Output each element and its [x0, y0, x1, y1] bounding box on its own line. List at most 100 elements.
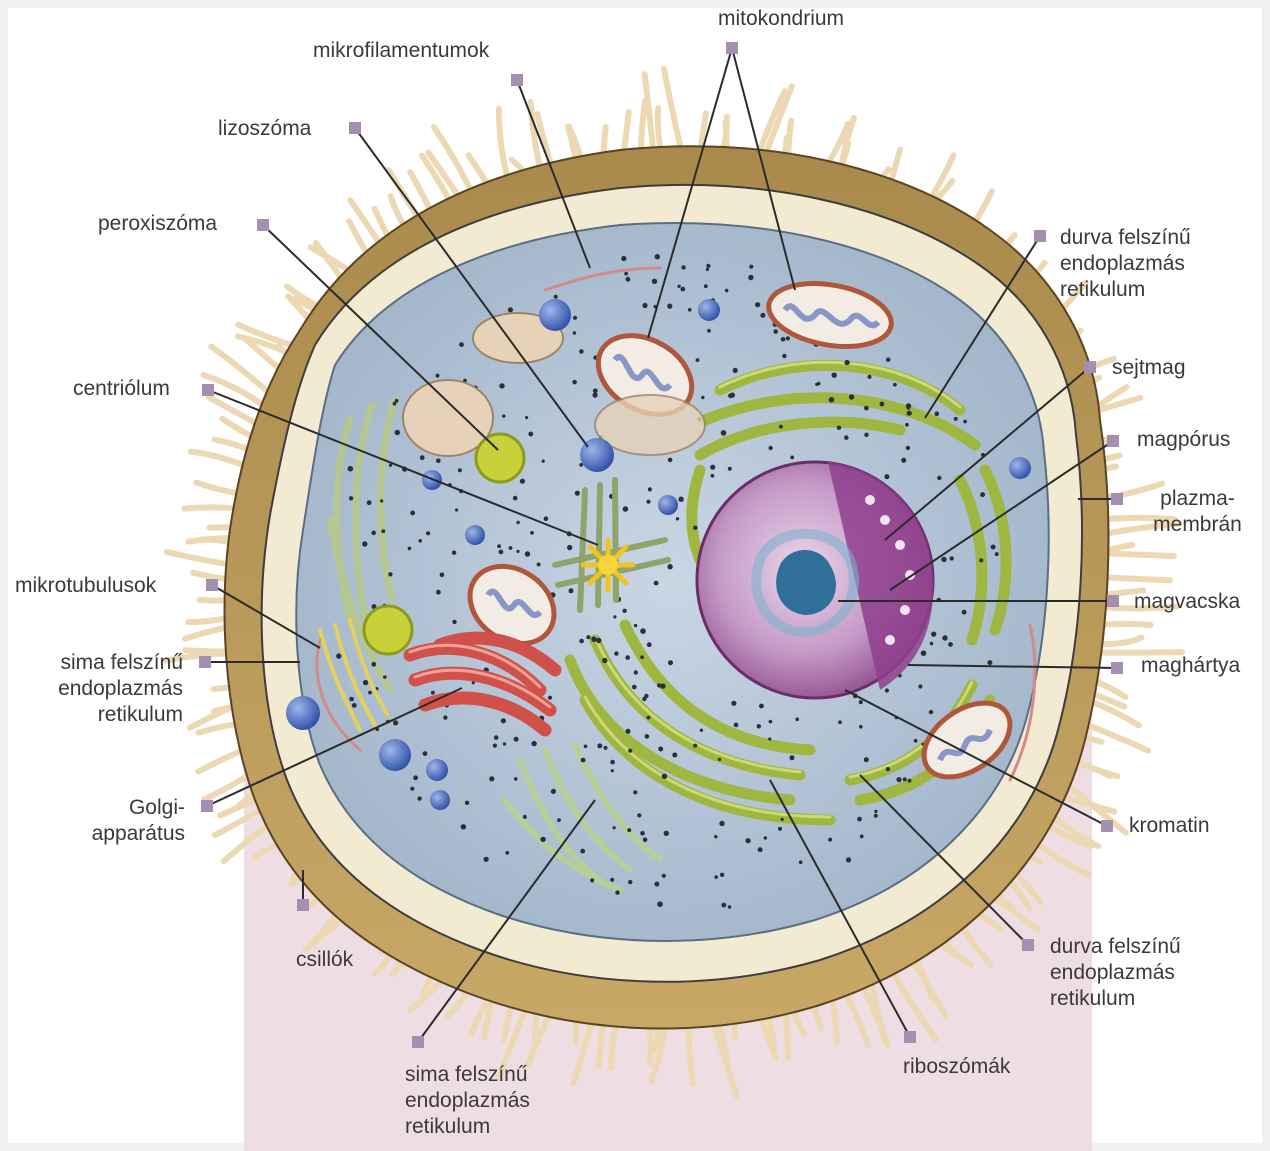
- ribosome-dot: [880, 402, 885, 407]
- ribosome-dot: [493, 744, 497, 748]
- ribosome-dot: [790, 755, 795, 760]
- ribosome-dot: [757, 724, 761, 728]
- label-marker: [726, 42, 738, 54]
- ribosome-dot: [489, 776, 494, 781]
- ribosome-dot: [634, 670, 638, 674]
- ribosome-dot: [573, 316, 577, 320]
- label-sima-bottom-line2: endoplazmás: [405, 1088, 530, 1114]
- ribosome-dot: [459, 342, 464, 347]
- label-marker: [1107, 595, 1119, 607]
- ribosome-dot: [575, 491, 580, 496]
- ribosome-dot: [426, 531, 430, 535]
- ribosome-dot: [423, 751, 428, 756]
- ribosome-dot: [921, 650, 927, 656]
- label-marker: [297, 899, 309, 911]
- ribosome-dot: [508, 307, 513, 312]
- ribosome-dot: [530, 531, 534, 535]
- ribosome-dot: [693, 744, 697, 748]
- ribosome-dot: [864, 406, 869, 411]
- ribosome-dot: [782, 354, 786, 358]
- ribosome-dot: [593, 388, 598, 393]
- ribosome-dot: [593, 393, 598, 398]
- label-golgi: Golgi- apparátus: [60, 795, 185, 847]
- ribosome-dot: [907, 411, 912, 416]
- ribosome-dot: [513, 496, 518, 501]
- ribosome-dot: [410, 787, 414, 791]
- ribosome-dot: [623, 506, 629, 512]
- label-kromatin: kromatin: [1129, 813, 1210, 839]
- ribosome-dot: [654, 581, 659, 586]
- label-durva-top-line3: retikulum: [1060, 277, 1191, 303]
- ribosome-dot: [941, 557, 946, 562]
- ribosome-dot: [778, 827, 782, 831]
- ribosome-dot: [586, 635, 590, 639]
- ribosome-dot: [786, 336, 790, 340]
- label-magvacska: magvacska: [1134, 589, 1240, 615]
- ribosome-dot: [349, 697, 354, 702]
- ribosome-dot: [931, 632, 936, 637]
- ribosome-dot: [748, 275, 753, 280]
- ribosome-dot: [395, 430, 400, 435]
- ribosome-dot: [509, 546, 513, 550]
- ribosome-dot: [465, 801, 469, 805]
- ribosome-dot: [420, 455, 425, 460]
- ribosome-dot: [704, 284, 708, 288]
- ribosome-dot: [734, 723, 739, 728]
- label-marker: [1111, 662, 1123, 674]
- ribosome-dot: [611, 769, 614, 772]
- ribosome-dot: [597, 743, 602, 748]
- label-plazmamembran: plazma- membrán: [1140, 486, 1255, 538]
- ribosome-dot: [711, 474, 715, 478]
- ribosome-dot: [731, 701, 736, 706]
- ribosome-dot: [799, 860, 803, 864]
- ribosome-dot: [499, 550, 504, 555]
- ribosome-dot: [393, 720, 398, 725]
- label-durva-top-line2: endoplazmás: [1060, 251, 1191, 277]
- ribosome-dot: [581, 758, 586, 763]
- label-golgi-line1: Golgi-: [60, 795, 185, 821]
- ribosome-dot: [371, 662, 376, 667]
- label-marker: [1084, 361, 1096, 373]
- ribosome-dot: [764, 836, 767, 839]
- ribosome-dot: [668, 660, 673, 665]
- ribosome-dot: [516, 521, 519, 524]
- label-marker: [1022, 939, 1034, 951]
- ribosome-dot: [388, 572, 392, 576]
- ribosome-dot: [380, 499, 383, 502]
- ribosome-dot: [657, 901, 663, 907]
- ribosome-dot: [472, 681, 475, 684]
- ribosome-dot: [720, 873, 724, 877]
- ribosome-dot: [937, 476, 941, 480]
- ribosome-dot: [569, 588, 574, 593]
- label-plazmamembran-line2: membrán: [1140, 512, 1255, 538]
- ribosome-dot: [874, 814, 878, 818]
- ribosome-dot: [484, 857, 489, 862]
- ribosome-dot: [693, 526, 697, 530]
- ribosome-dot: [657, 683, 661, 687]
- label-peroxiszoma: peroxiszóma: [98, 211, 217, 237]
- ribosome-dot: [658, 747, 663, 752]
- ribosome-dot: [728, 905, 732, 909]
- label-mitokondrium: mitokondrium: [718, 6, 844, 32]
- ribosome-dot: [348, 466, 354, 472]
- ribosome-dot: [531, 741, 536, 746]
- ribosome-dot: [950, 556, 954, 560]
- ribosome-dot: [622, 609, 626, 613]
- ribosome-dot: [664, 831, 669, 836]
- label-marker: [199, 656, 211, 668]
- ribosome-dot: [903, 777, 907, 781]
- peroxisome-1: [476, 434, 524, 482]
- ribosome-dot: [728, 467, 732, 471]
- ribosome-dot: [395, 399, 399, 403]
- ribosome-dot: [706, 268, 709, 271]
- ribosome-dot: [590, 878, 594, 882]
- ribosome-dot: [371, 531, 376, 536]
- ribosome-dot: [886, 358, 890, 362]
- ribosome-dot: [436, 590, 441, 595]
- ribosome-dot: [749, 265, 753, 269]
- ribosome-dot: [845, 360, 850, 365]
- ribosome-dot: [628, 880, 632, 884]
- ribosome-dot: [613, 826, 616, 829]
- ribosome-dot: [572, 380, 577, 385]
